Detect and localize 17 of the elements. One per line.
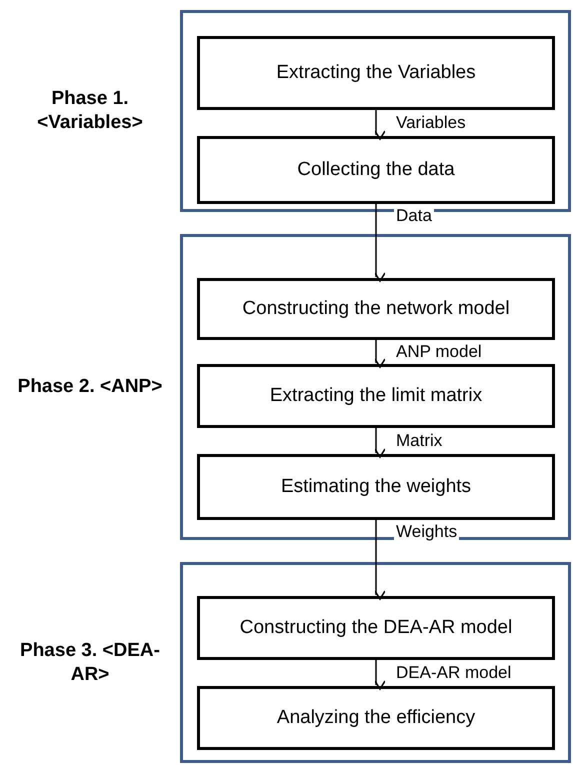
arrow <box>374 428 386 458</box>
arrow <box>374 110 386 140</box>
arrow <box>374 660 386 690</box>
process-box: Extracting the Variables <box>197 36 555 110</box>
phase-heading: Phase 3. <DEA-AR> <box>19 638 161 686</box>
arrow <box>374 520 386 600</box>
phase-heading: Phase 2. <ANP> <box>16 375 164 399</box>
process-box: Extracting the limit matrix <box>197 364 555 428</box>
process-box: Constructing the network model <box>197 278 555 340</box>
arrow <box>374 204 386 282</box>
process-box: Analyzing the efficiency <box>197 686 555 750</box>
arrow <box>374 340 386 368</box>
phase-heading: Phase 1. <Variables> <box>36 87 144 135</box>
edge-label: Weights <box>394 522 460 542</box>
process-box: Constructing the DEA-AR model <box>197 596 555 660</box>
process-box: Collecting the data <box>197 136 555 204</box>
process-box: Estimating the weights <box>197 454 555 520</box>
